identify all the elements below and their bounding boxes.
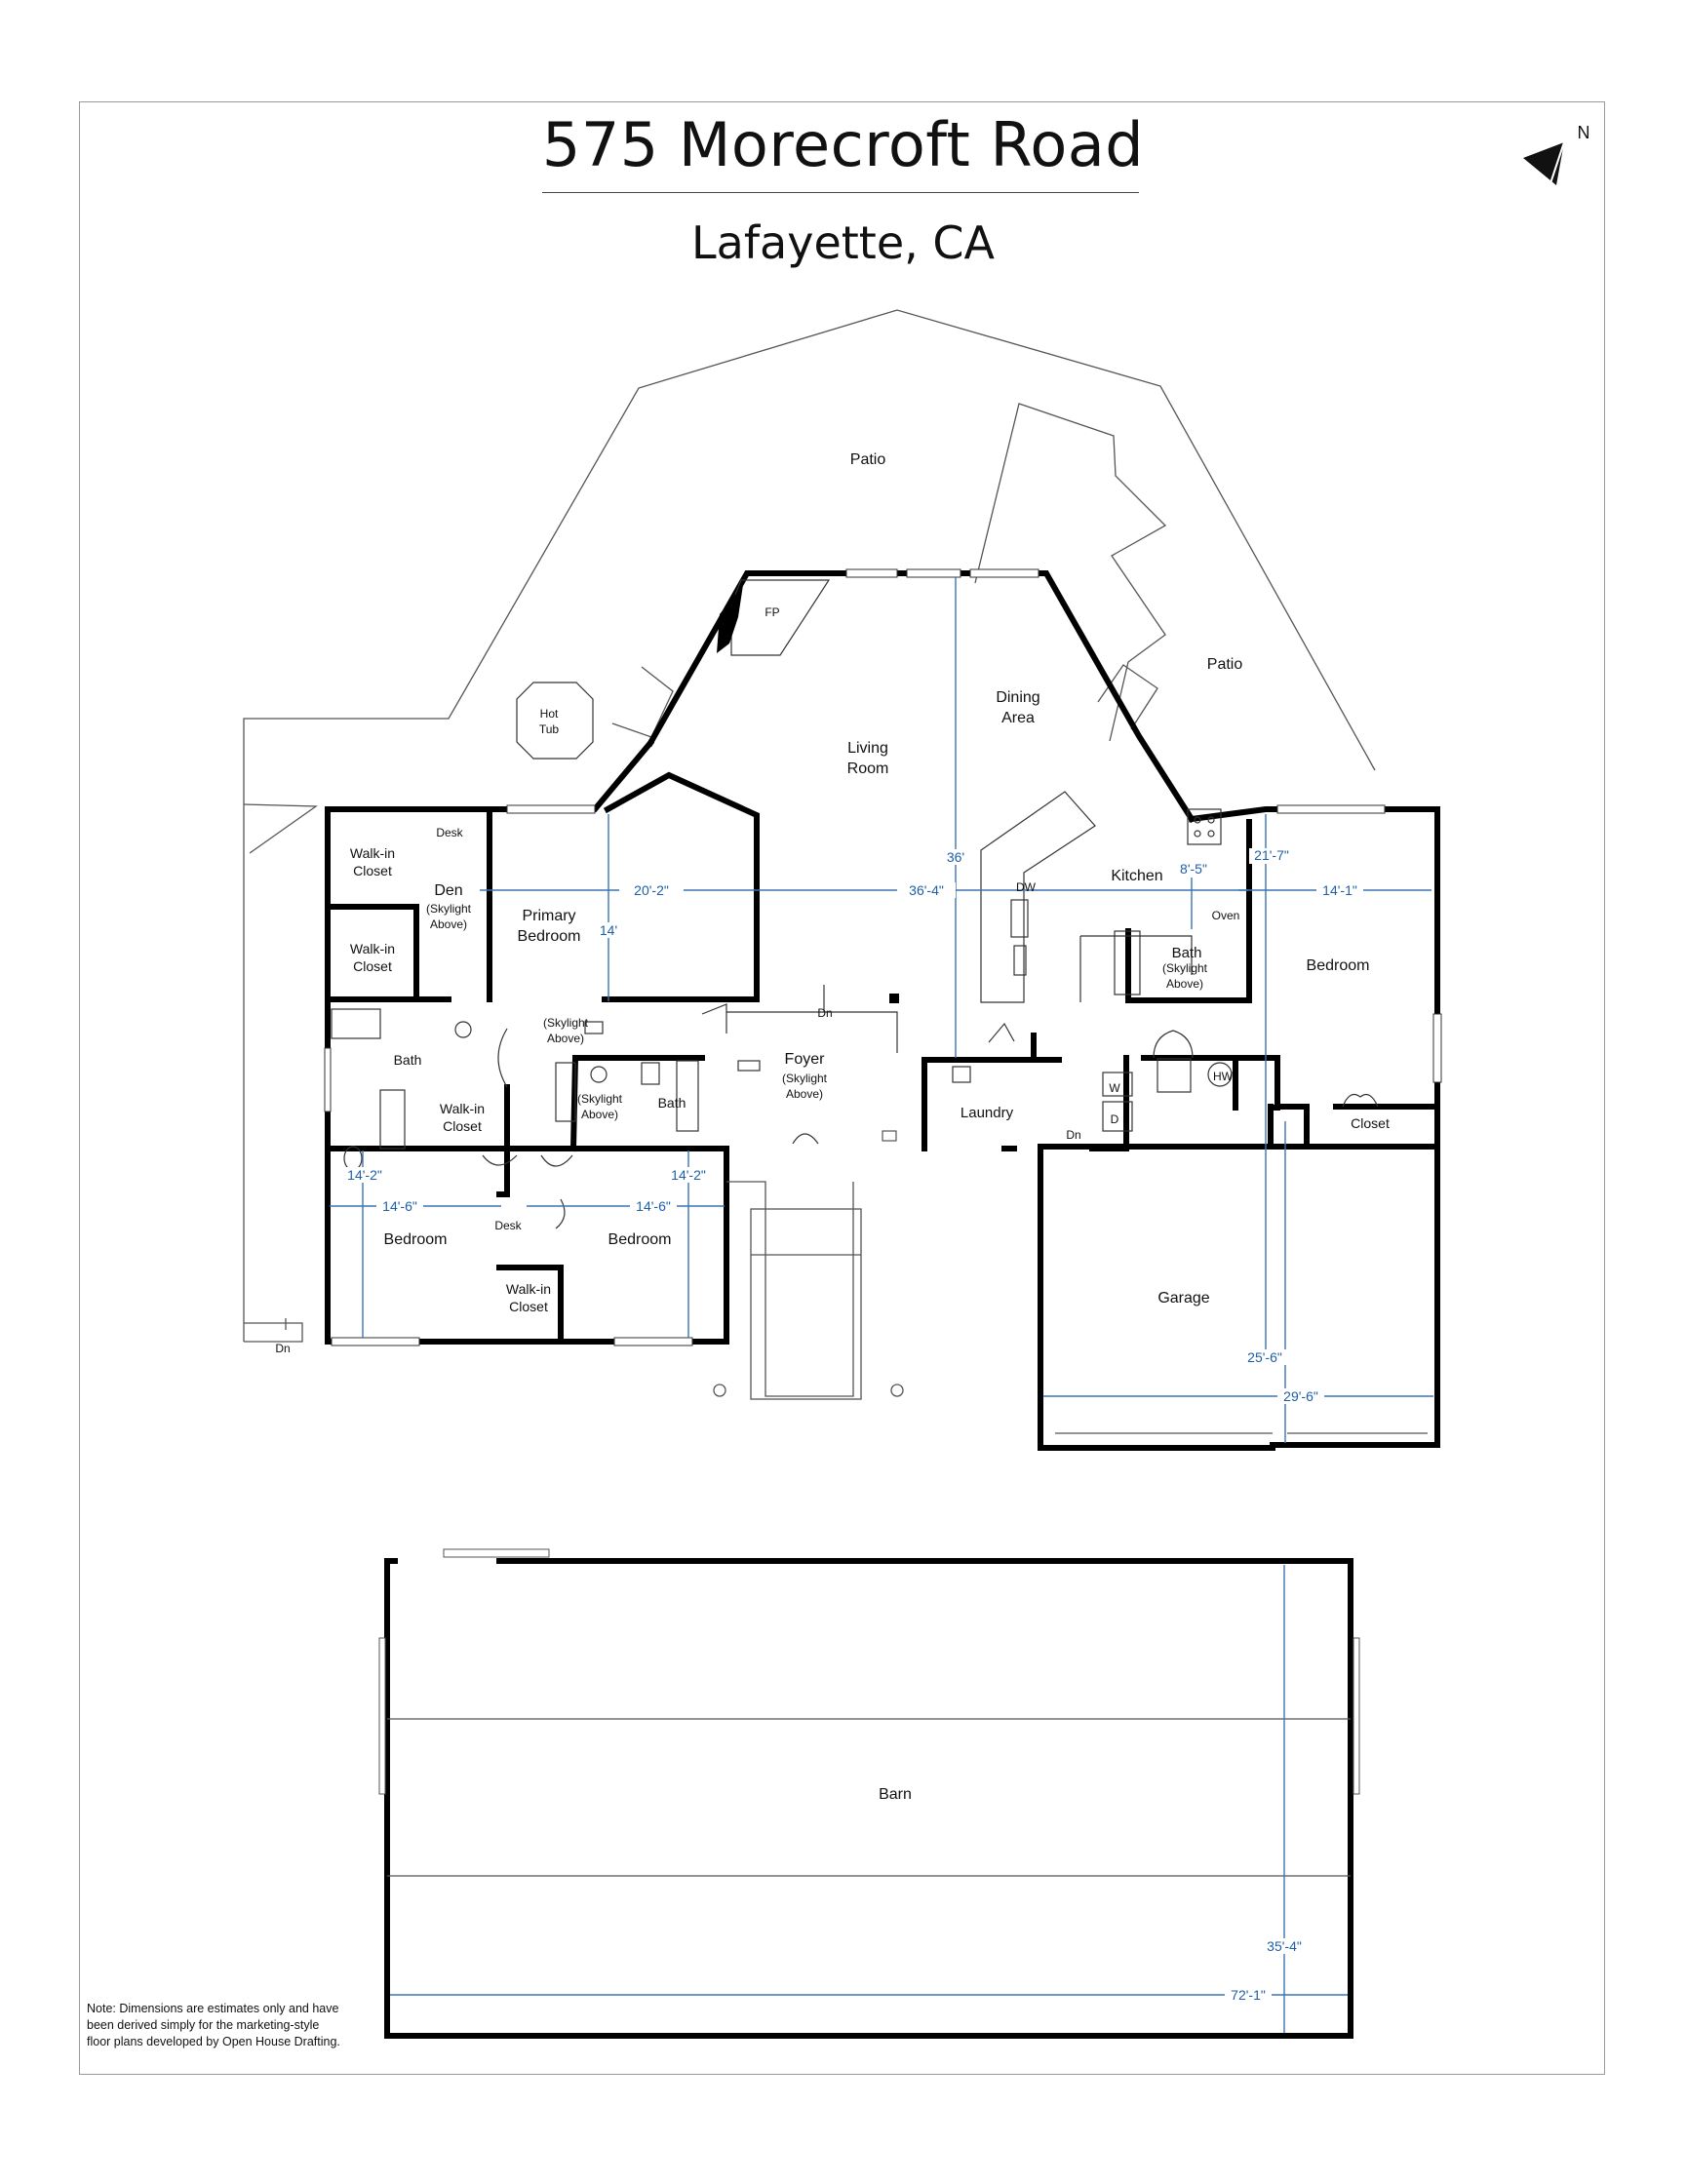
label-garage: Garage [1157, 1290, 1209, 1306]
front-walkway [713, 1181, 904, 1400]
house-walls [325, 570, 1440, 1448]
label-desk-north: Desk [436, 826, 463, 839]
fireplace [717, 579, 831, 656]
label-wic4-1: Walk-in [506, 1281, 551, 1297]
dim-living-depth: 36' [947, 849, 964, 865]
label-hall-sky-1: (Skylight [543, 1016, 589, 1030]
label-dining-2: Area [1001, 710, 1035, 726]
label-foyer: Foyer [785, 1051, 826, 1068]
garage-walls [1038, 1206, 1428, 1451]
label-closet-east: Closet [1351, 1115, 1390, 1131]
label-wic2-2: Closet [353, 958, 392, 974]
label-wic4-2: Closet [509, 1299, 548, 1314]
label-bedroom-sw: Bedroom [384, 1231, 448, 1248]
label-dining-1: Dining [996, 689, 1039, 706]
compass-label: N [1578, 123, 1590, 142]
label-patio-north: Patio [850, 451, 886, 468]
label-bath-east-sky-2: Above) [1166, 977, 1203, 991]
label-dishwasher: DW [1016, 880, 1037, 894]
label-den: Den [434, 882, 462, 899]
label-water-heater: HW [1213, 1070, 1234, 1083]
label-wic1-1: Walk-in [350, 845, 395, 861]
label-wic3-1: Walk-in [440, 1101, 485, 1116]
label-bath-hall-sky-1: (Skylight [577, 1092, 623, 1106]
label-oven: Oven [1212, 909, 1240, 922]
dimension-labels: 20'-2" 14' 36'-4" 36' 8'-5" 21'-7" 14'-1… [343, 847, 1363, 2003]
label-hot-tub-2: Tub [539, 722, 560, 736]
dim-barn-depth: 35'-4" [1267, 1938, 1302, 1954]
label-patio-east: Patio [1207, 656, 1243, 673]
windows [324, 568, 1442, 1346]
label-primary-1: Primary [522, 908, 575, 924]
label-bedroom-east: Bedroom [1307, 957, 1370, 974]
dim-primary-depth: 14' [600, 922, 617, 938]
label-bedroom-s: Bedroom [608, 1231, 672, 1248]
label-dn-west: Dn [275, 1342, 290, 1355]
label-wic2-1: Walk-in [350, 941, 395, 956]
dim-bedroom-sw-depth: 14'-2" [347, 1167, 382, 1183]
kitchen-counters [980, 791, 1222, 1003]
label-living-2: Room [847, 760, 889, 777]
dim-garage-depth: 25'-6" [1247, 1349, 1282, 1365]
patio-outline [243, 309, 1376, 1343]
label-bath-hall-sky-2: Above) [581, 1108, 618, 1121]
dim-primary-width: 20'-2" [634, 882, 669, 898]
label-desk-south: Desk [494, 1219, 522, 1232]
label-kitchen: Kitchen [1111, 868, 1162, 884]
dim-bedroom-s-depth: 14'-2" [671, 1167, 706, 1183]
title-underline [542, 192, 1139, 193]
north-arrow-icon: N [1523, 123, 1590, 185]
label-living-1: Living [847, 740, 888, 757]
page-subtitle: Lafayette, CA [691, 216, 995, 269]
label-wic1-2: Closet [353, 863, 392, 878]
dim-garage-width: 29'-6" [1283, 1388, 1318, 1404]
page-frame [79, 101, 1605, 2075]
dim-bedroom-sw-width: 14'-6" [382, 1198, 417, 1214]
page-title: 575 Morecroft Road [541, 109, 1145, 180]
label-hall-sky-2: Above) [547, 1032, 584, 1045]
label-barn: Barn [879, 1786, 912, 1803]
label-washer: W [1109, 1081, 1120, 1095]
label-wic3-2: Closet [443, 1118, 482, 1134]
hot-tub [516, 682, 594, 760]
label-foyer-sky-2: Above) [786, 1087, 823, 1101]
label-dryer: D [1111, 1112, 1119, 1126]
label-hot-tub-1: Hot [540, 707, 559, 721]
label-bath-east: Bath [1172, 945, 1202, 961]
dim-bedroom-s-width: 14'-6" [636, 1198, 671, 1214]
dim-bedroom-east-width: 14'-1" [1322, 882, 1357, 898]
dim-kitchen-bath: 8'-5" [1180, 861, 1207, 877]
room-labels: Patio Patio Hot Tub FP Living Room Dinin… [275, 451, 1390, 1803]
label-laundry: Laundry [961, 1105, 1014, 1121]
label-bath-primary: Bath [394, 1052, 422, 1068]
label-dn-laundry: Dn [1066, 1128, 1080, 1142]
barn [378, 1548, 1360, 2039]
dimension-lines [330, 577, 1433, 2033]
label-foyer-sky-1: (Skylight [782, 1072, 828, 1085]
dim-east-depth: 21'-7" [1254, 847, 1289, 863]
label-den-sky-1: (Skylight [426, 902, 472, 916]
label-primary-2: Bedroom [518, 928, 581, 945]
label-bath-hall: Bath [658, 1095, 686, 1111]
dim-living-width: 36'-4" [909, 882, 944, 898]
doors-and-fixtures [331, 930, 1379, 1229]
label-bath-east-sky-1: (Skylight [1162, 961, 1208, 975]
label-fireplace: FP [765, 605, 779, 619]
label-den-sky-2: Above) [430, 917, 467, 931]
dim-barn-width: 72'-1" [1231, 1987, 1266, 2003]
disclaimer-note: Note: Dimensions are estimates only and … [87, 2002, 340, 2048]
label-dn-foyer: Dn [817, 1006, 832, 1020]
